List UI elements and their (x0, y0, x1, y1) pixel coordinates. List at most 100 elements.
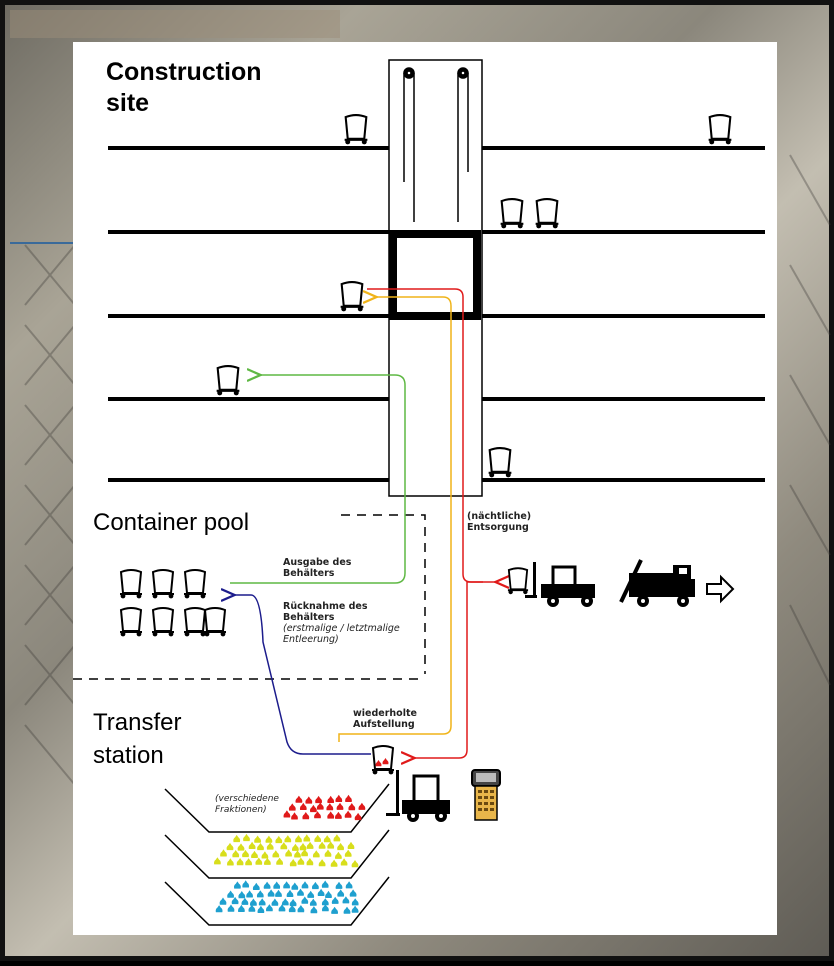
waste-bag-icon (305, 796, 312, 803)
waste-bag-icon (242, 898, 249, 905)
waste-bag-icon (246, 890, 253, 897)
waste-bag-icon (259, 898, 266, 905)
waste-bag-icon (337, 889, 344, 896)
container-bin-icon (536, 199, 559, 228)
forklift-icon (386, 770, 450, 822)
waste-bag-icon (307, 858, 314, 865)
waste-bag-icon (262, 851, 269, 858)
waste-bag-icon (350, 889, 357, 896)
waste-bag-icon (298, 905, 305, 912)
waste-bag-icon (220, 849, 227, 856)
waste-bag-icon (267, 842, 274, 849)
waste-bag-icon (303, 834, 310, 841)
waste-bag-icon (272, 850, 279, 857)
yellow-fraction-bags (214, 834, 358, 867)
waste-bag-icon (295, 835, 302, 842)
waste-bag-icon (284, 835, 291, 842)
waste-bag-icon (312, 882, 319, 889)
waste-bag-icon (325, 891, 332, 898)
repeated-placement-label: wiederholte Aufstellung (353, 708, 417, 730)
waste-bag-icon (291, 883, 298, 890)
container-bin-icon (184, 570, 206, 598)
arrow-right-icon (707, 577, 733, 601)
elevator-cabin (393, 234, 477, 316)
waste-bag-icon (352, 906, 359, 913)
waste-bag-icon (220, 898, 227, 905)
waste-bag-icon (249, 842, 256, 849)
waste-bag-icon (344, 907, 351, 914)
waste-bag-icon (352, 860, 359, 867)
waste-bag-icon (232, 850, 239, 857)
waste-bag-icon (282, 898, 289, 905)
waste-bag-icon (302, 812, 309, 819)
container-bin-icon (217, 366, 240, 395)
waste-bag-icon (345, 811, 352, 818)
waste-bag-icon (237, 858, 244, 865)
container-pool-label: Container pool (93, 508, 249, 538)
transfer-bin-icon (372, 746, 394, 774)
waste-bag-icon (216, 905, 223, 912)
waste-bag-icon (254, 836, 261, 843)
container-bin-icon (204, 608, 226, 636)
waste-bag-icon (227, 858, 234, 865)
waste-bag-icon (348, 803, 355, 810)
waste-bag-icon (359, 803, 366, 810)
waste-bag-icon (336, 882, 343, 889)
waste-bag-icon (227, 843, 234, 850)
waste-bag-icon (331, 907, 338, 914)
issue-label: Ausgabe des Behälters (283, 557, 351, 579)
waste-bag-icon (307, 842, 314, 849)
waste-bag-icon (314, 835, 321, 842)
waste-bag-icon (284, 810, 291, 817)
waste-bag-icon (287, 890, 294, 897)
waste-bag-icon (334, 834, 341, 841)
nightly-disposal-label: (nächtliche) Entsorgung (467, 511, 531, 533)
transfer-station-label: Transfer station (93, 706, 213, 772)
waste-bag-icon (322, 898, 329, 905)
waste-bag-icon (355, 813, 362, 820)
waste-bag-icon (346, 881, 353, 888)
waste-bag-icon (300, 843, 307, 850)
waste-bag-icon (266, 836, 273, 843)
waste-bag-icon (290, 859, 297, 866)
waste-bag-icon (298, 858, 305, 865)
return-label: Rücknahme des Behälters (erstmalige / le… (283, 601, 400, 645)
container-bin-icon (345, 115, 368, 144)
waste-bag-icon (335, 852, 342, 859)
waste-bag-icon (315, 796, 322, 803)
waste-bag-icon (264, 882, 271, 889)
waste-bag-icon (264, 858, 271, 865)
waste-bag-icon (233, 835, 240, 842)
waste-bag-icon (290, 899, 297, 906)
handheld-scanner-icon (472, 770, 500, 820)
waste-bag-icon (327, 811, 334, 818)
waste-bag-icon (341, 858, 348, 865)
waste-bag-icon (348, 842, 355, 849)
disposal-return-path (413, 582, 483, 758)
waste-bag-icon (275, 890, 282, 897)
container-bin-icon (184, 608, 206, 636)
waste-bag-icon (310, 899, 317, 906)
waste-bag-icon (275, 836, 282, 843)
waste-bag-icon (258, 906, 265, 913)
waste-bag-icon (238, 843, 245, 850)
blue-fraction-bags (216, 880, 359, 914)
waste-bag-icon (289, 803, 296, 810)
waste-bag-icon (251, 851, 258, 858)
waste-bag-icon (331, 860, 338, 867)
construction-site-label: Construction site (106, 57, 306, 119)
forklift-icon (525, 562, 595, 607)
waste-bag-icon (292, 844, 299, 851)
waste-bag-icon (332, 897, 339, 904)
waste-bag-icon (317, 802, 324, 809)
waste-bag-icon (228, 905, 235, 912)
waste-bag-icon (243, 834, 250, 841)
waste-bag-icon (242, 850, 249, 857)
waste-bag-icon (245, 858, 252, 865)
waste-bag-icon (272, 899, 279, 906)
waste-bag-icon (257, 843, 264, 850)
waste-bag-icon (238, 891, 245, 898)
waste-bag-icon (242, 880, 249, 887)
waste-bag-icon (326, 803, 333, 810)
waste-bag-icon (214, 857, 221, 864)
